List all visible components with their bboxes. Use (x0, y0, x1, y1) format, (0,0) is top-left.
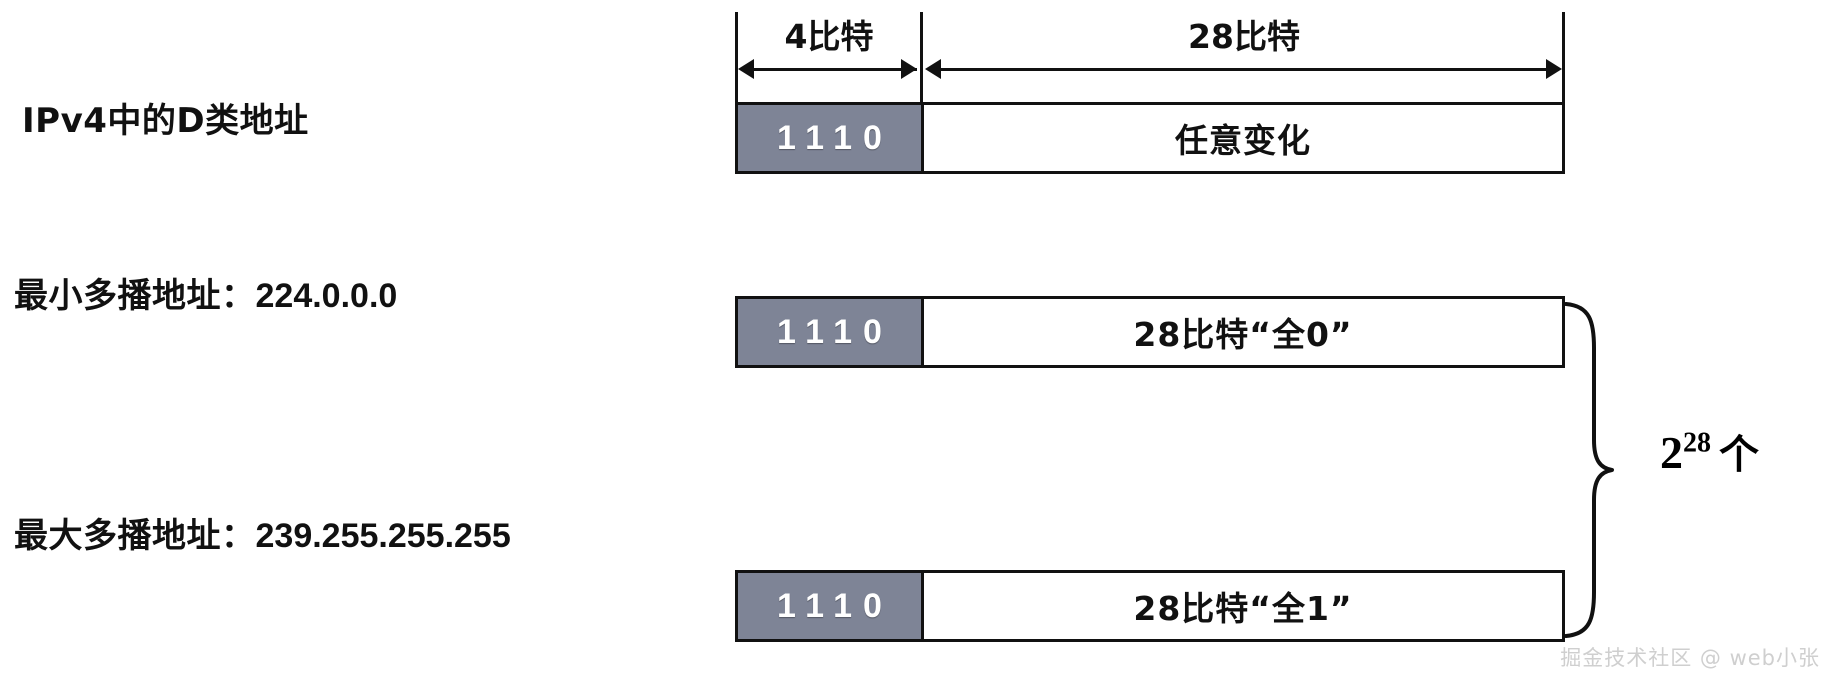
row-label-text: IPv4中的D类地址 (22, 101, 309, 141)
bit-width-ruler: 4比特 28比特 (735, 0, 1565, 104)
ruler-caption-suffix: 28比特 (1188, 17, 1300, 56)
ruler-tick-right (1562, 12, 1565, 104)
count-unit: 个 (1719, 432, 1759, 478)
arrow-left-icon (738, 59, 754, 79)
count-base: 2 (1660, 427, 1683, 478)
row-label-value: 224.0.0.0 (255, 277, 398, 315)
row-label-text: 最大多播地址： (14, 516, 256, 556)
arrow-right-icon (901, 59, 917, 79)
row-label-class-d: IPv4中的D类地址 (22, 100, 309, 142)
bitfield-bar-max-multicast: 1110 28比特“全1” (735, 570, 1565, 642)
arrow-left-icon (925, 59, 941, 79)
count-exponent: 28 (1683, 427, 1711, 459)
ruler-tick-middle (920, 12, 923, 104)
arrow-right-icon (1546, 59, 1562, 79)
bitfield-prefix-bits: 1110 (738, 105, 924, 171)
bitfield-payload-label: 28比特“全0” (1133, 315, 1353, 354)
ruler-caption-prefix: 4比特 (784, 17, 874, 56)
row-label-max-multicast: 最大多播地址：239.255.255.255 (14, 515, 511, 557)
bitfield-bar-min-multicast: 1110 28比特“全0” (735, 296, 1565, 368)
span-line-suffix (929, 68, 1559, 71)
bitfield-prefix-bits: 1110 (738, 573, 924, 639)
bitfield-prefix-bits: 1110 (738, 299, 924, 365)
curly-brace-icon (1564, 302, 1614, 638)
bitfield-payload-label: 28比特“全1” (1133, 589, 1353, 628)
row-label-text: 最小多播地址： (14, 276, 256, 316)
watermark: 掘金技术社区 @ web小张 (1560, 646, 1820, 670)
bitfield-payload-label: 任意变化 (1175, 121, 1311, 160)
bitfield-bar-class-d: 1110 任意变化 (735, 102, 1565, 174)
row-label-value: 239.255.255.255 (255, 517, 511, 555)
ruler-tick-left (735, 12, 738, 104)
span-line-prefix (741, 68, 917, 71)
row-label-min-multicast: 最小多播地址：224.0.0.0 (14, 275, 397, 317)
